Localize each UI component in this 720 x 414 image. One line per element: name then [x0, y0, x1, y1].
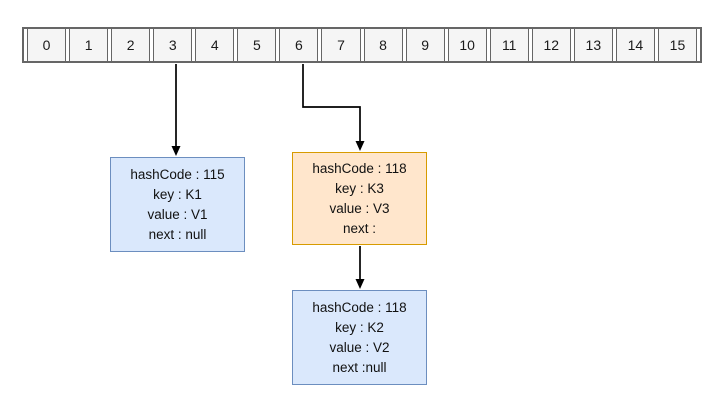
bucket-array: 0 1 2 3 4 5 6 7 8 9 10 11 12 13 14 15 — [22, 27, 702, 63]
bucket-cell-10: 10 — [447, 28, 487, 62]
bucket-cell-2: 2 — [111, 28, 151, 62]
node-k3: hashCode : 118 key : K3 value : V3 next … — [292, 152, 427, 245]
node-k2: hashCode : 118 key : K2 value : V2 next … — [292, 290, 427, 385]
bucket-cell-11: 11 — [489, 28, 529, 62]
node-k3-hashcode: hashCode : 118 — [312, 160, 407, 176]
bucket-cell-0: 0 — [27, 28, 67, 62]
node-k1-next: next : null — [148, 226, 207, 242]
node-k1-value: value : V1 — [147, 206, 208, 222]
bucket-cell-13: 13 — [573, 28, 613, 62]
bucket-cell-5: 5 — [237, 28, 277, 62]
node-k2-hashcode: hashCode : 118 — [312, 299, 407, 315]
node-k3-key: key : K3 — [335, 180, 384, 196]
bucket-cell-15: 15 — [657, 28, 697, 62]
node-k1-hashcode: hashCode : 115 — [130, 166, 225, 182]
node-k2-next: next :null — [332, 359, 387, 375]
bucket-cell-1: 1 — [69, 28, 109, 62]
node-k2-value: value : V2 — [329, 339, 390, 355]
node-k1-key: key : K1 — [153, 186, 202, 202]
bucket-cell-3: 3 — [153, 28, 193, 62]
arrow-bucket3-to-k1-icon — [171, 64, 181, 156]
node-k3-value: value : V3 — [329, 200, 390, 216]
node-k2-key: key : K2 — [335, 319, 384, 335]
bucket-cell-9: 9 — [405, 28, 445, 62]
node-k1: hashCode : 115 key : K1 value : V1 next … — [110, 157, 245, 252]
bucket-cell-14: 14 — [615, 28, 655, 62]
bucket-cell-12: 12 — [531, 28, 571, 62]
bucket-cell-8: 8 — [363, 28, 403, 62]
arrow-bucket6-to-k3-icon — [302, 64, 365, 151]
node-k3-next: next : — [342, 220, 377, 236]
arrow-k3-to-k2-icon — [355, 246, 365, 289]
bucket-cell-4: 4 — [195, 28, 235, 62]
bucket-cell-6: 6 — [279, 28, 319, 62]
bucket-cell-7: 7 — [321, 28, 361, 62]
